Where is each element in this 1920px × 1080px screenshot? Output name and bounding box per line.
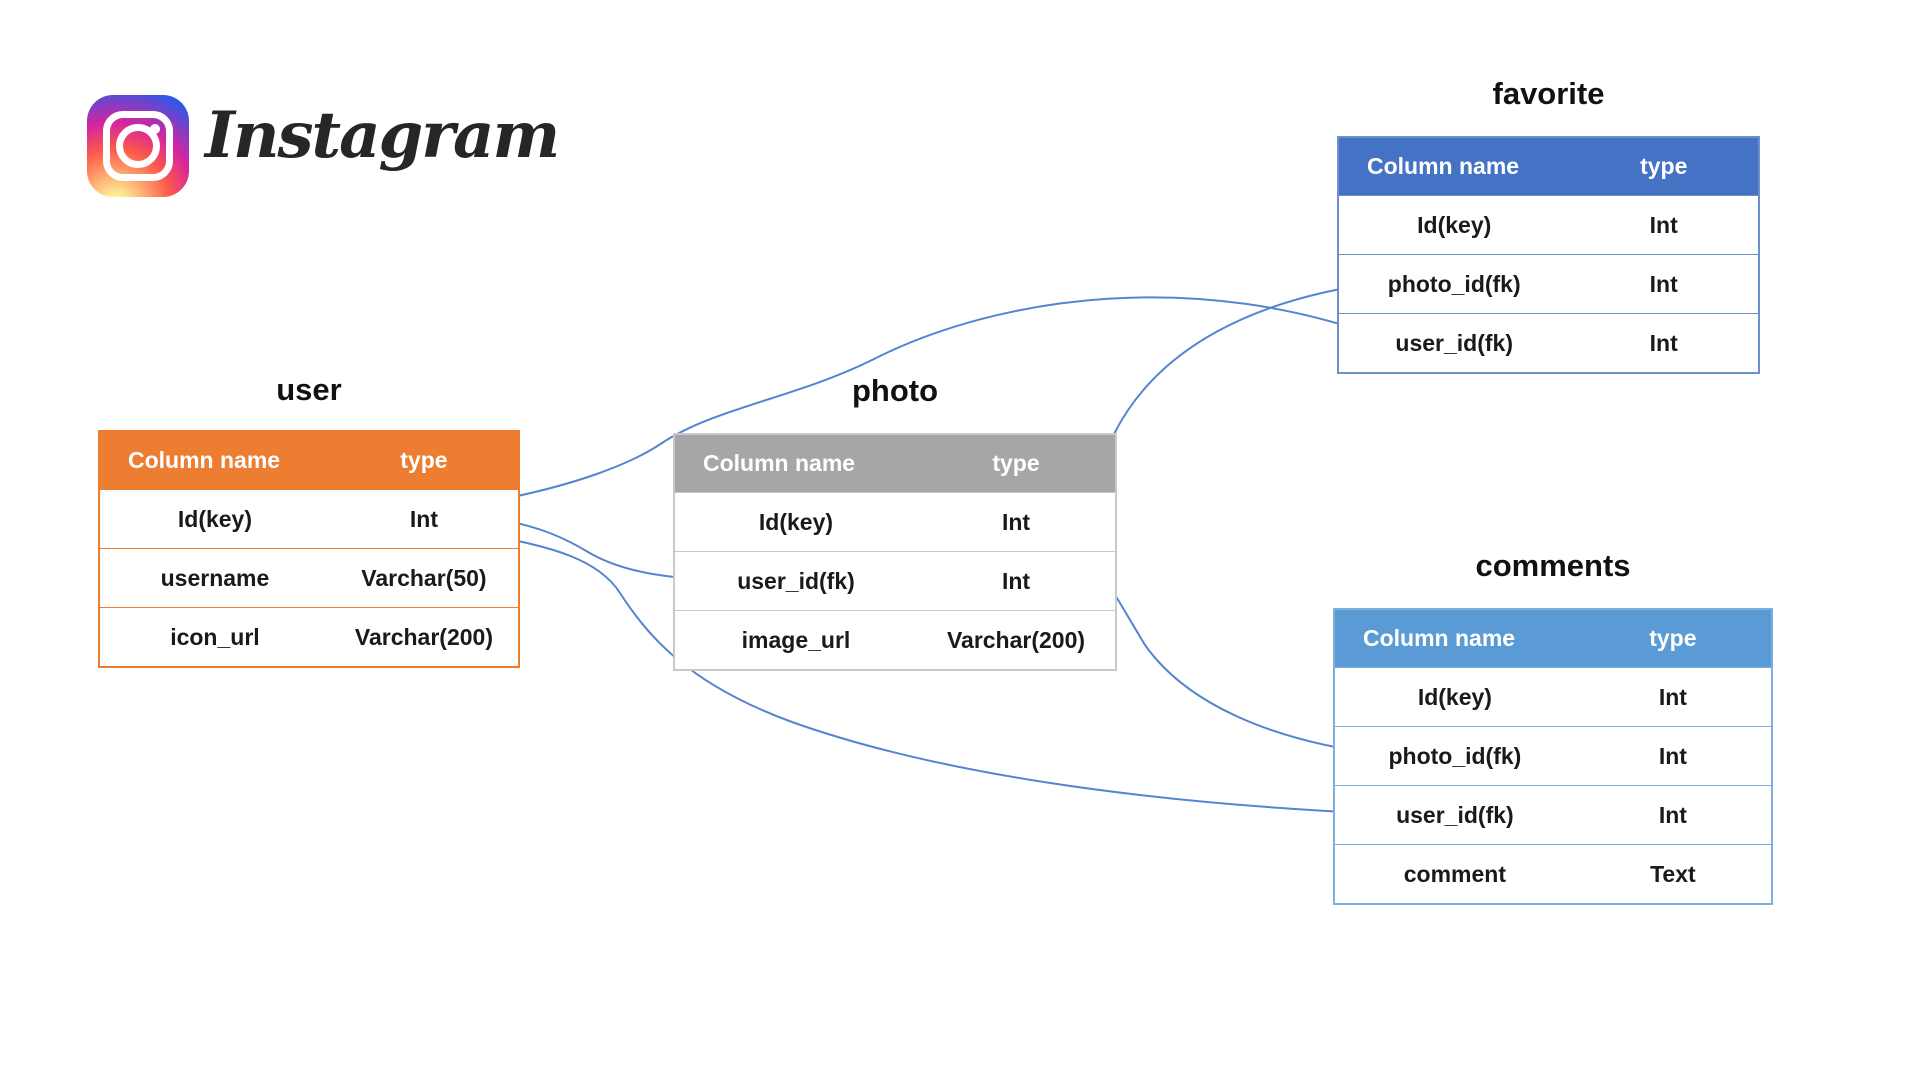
cell-type: Int [409, 505, 438, 532]
header-cell-column-name: Column name [128, 447, 281, 473]
table-row: Id(key) Int [1339, 195, 1758, 254]
cell-type: Text [1650, 860, 1696, 887]
table-title-comments: comments [1475, 548, 1631, 583]
cell-type: Varchar(50) [361, 564, 487, 591]
camera-lens-icon [116, 124, 160, 168]
cell-column-name: Id(key) [1417, 683, 1492, 710]
cell-column-name: comment [1403, 860, 1507, 887]
cell-type: Int [1649, 211, 1678, 238]
relation-photo-userid-to-user-id [497, 516, 698, 580]
table-row: Id(key) Int [1335, 667, 1771, 726]
cell-column-name: Id(key) [758, 508, 834, 535]
header-cell-column-name: Column name [1363, 625, 1516, 651]
table-row: photo_id(fk) Int [1339, 254, 1758, 313]
table-row: username Varchar(50) [100, 548, 518, 607]
cell-type: Int [1658, 683, 1687, 710]
cell-column-name: user_id(fk) [1395, 329, 1514, 356]
table-row: user_id(fk) Int [1339, 313, 1758, 372]
cell-type: Int [1001, 567, 1031, 594]
header-cell-column-name: Column name [703, 450, 856, 476]
header-cell-type: type [400, 447, 448, 473]
table-photo-header: Column name type [675, 435, 1115, 492]
cell-type: Int [1649, 329, 1678, 356]
table-title-photo: photo [851, 373, 939, 408]
header-cell-type: type [1649, 625, 1697, 651]
table-user-header: Column name type [100, 432, 518, 489]
table-row: Id(key) Int [100, 489, 518, 548]
cell-type: Int [1658, 742, 1687, 769]
cell-type: Int [1001, 508, 1031, 535]
table-comments: Column name type Id(key) Int photo_id(fk… [1333, 608, 1773, 905]
table-user: Column name type Id(key) Int username Va… [98, 430, 520, 668]
cell-column-name: image_url [741, 626, 851, 653]
table-row: user_id(fk) Int [675, 551, 1115, 610]
table-title-favorite: favorite [1492, 76, 1605, 111]
camera-flash-dot-icon [150, 124, 160, 134]
cell-type: Varchar(200) [354, 623, 493, 650]
cell-type: Varchar(200) [946, 626, 1086, 653]
table-row: comment Text [1335, 844, 1771, 903]
cell-column-name: user_id(fk) [1396, 801, 1514, 828]
cell-column-name: photo_id(fk) [1387, 270, 1521, 297]
table-row: photo_id(fk) Int [1335, 726, 1771, 785]
table-row: image_url Varchar(200) [675, 610, 1115, 669]
header-cell-type: type [992, 450, 1040, 476]
cell-column-name: icon_url [170, 623, 260, 650]
cell-column-name: Id(key) [1417, 211, 1492, 238]
cell-column-name: photo_id(fk) [1388, 742, 1522, 769]
table-photo: Column name type Id(key) Int user_id(fk)… [673, 433, 1117, 671]
cell-column-name: user_id(fk) [737, 567, 855, 594]
header-cell-type: type [1640, 153, 1688, 179]
table-favorite-header: Column name type [1339, 138, 1758, 195]
instagram-wordmark: Instagram [205, 98, 560, 173]
cell-type: Int [1658, 801, 1687, 828]
table-row: user_id(fk) Int [1335, 785, 1771, 844]
header-cell-column-name: Column name [1367, 153, 1520, 179]
cell-type: Int [1649, 270, 1678, 297]
table-favorite: Column name type Id(key) Int photo_id(fk… [1337, 136, 1760, 374]
cell-column-name: Id(key) [177, 505, 253, 532]
camera-body-icon [103, 111, 173, 181]
table-row: Id(key) Int [675, 492, 1115, 551]
instagram-logo-icon [87, 95, 189, 197]
table-title-user: user [276, 372, 342, 407]
table-comments-header: Column name type [1335, 610, 1771, 667]
cell-column-name: username [160, 564, 270, 591]
table-row: icon_url Varchar(200) [100, 607, 518, 666]
